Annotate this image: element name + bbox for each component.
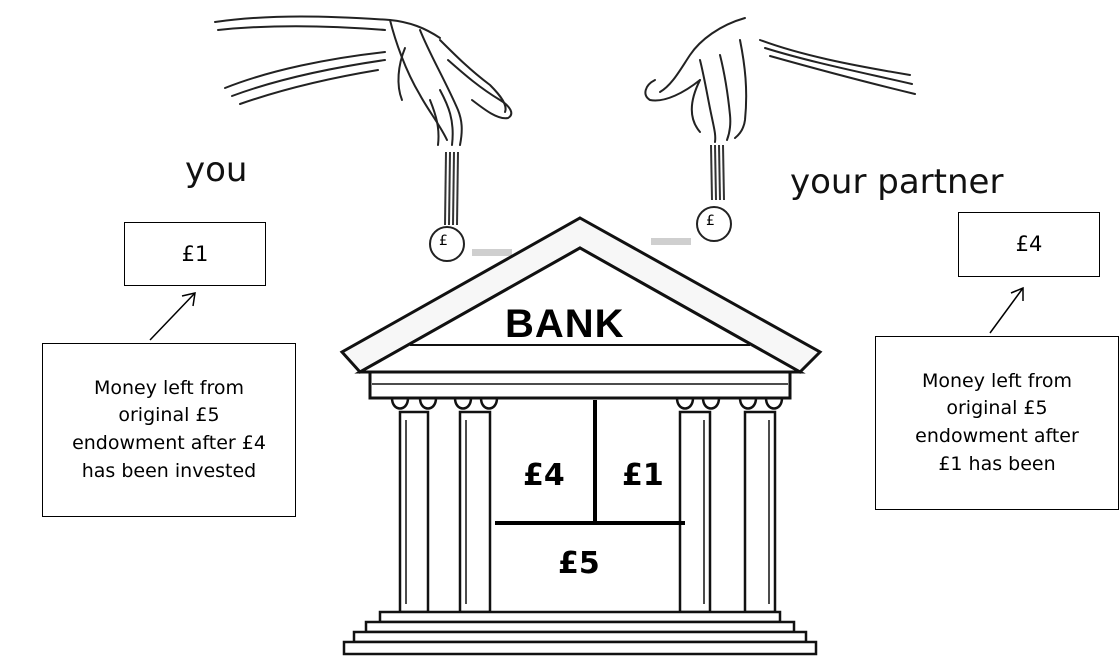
bank-left-columns bbox=[392, 398, 497, 612]
you-label: you bbox=[185, 150, 247, 190]
bank-title: BANK bbox=[505, 302, 625, 347]
you-remaining-amount-box: £1 bbox=[124, 222, 266, 286]
you-remaining-amount: £1 bbox=[182, 239, 209, 269]
partner-note-line: £1 has been bbox=[915, 451, 1079, 479]
left-coin-symbol: £ bbox=[439, 233, 448, 249]
bank-total: £5 bbox=[558, 546, 600, 581]
left-hand-icon bbox=[215, 17, 511, 146]
partner-note-line: Money left from bbox=[915, 368, 1079, 396]
partner-note-line: original £5 bbox=[915, 395, 1079, 423]
you-note-line: original £5 bbox=[72, 402, 266, 430]
partner-note-line: endowment after bbox=[915, 423, 1079, 451]
you-note-line: endowment after £4 bbox=[72, 430, 266, 458]
left-coin-smudge bbox=[472, 249, 512, 256]
bank-right-columns bbox=[677, 398, 782, 612]
you-note-line: Money left from bbox=[72, 375, 266, 403]
you-note-box: Money left from original £5 endowment af… bbox=[42, 343, 296, 517]
right-hand-icon bbox=[645, 18, 915, 142]
bank-partner-invested: £1 bbox=[622, 458, 664, 493]
partner-note-box: Money left from original £5 endowment af… bbox=[875, 336, 1119, 510]
right-coin-symbol: £ bbox=[706, 213, 715, 229]
partner-remaining-amount-box: £4 bbox=[958, 212, 1100, 277]
bank-building bbox=[342, 218, 820, 654]
you-note-line: has been invested bbox=[72, 458, 266, 486]
bank-you-invested: £4 bbox=[523, 458, 565, 493]
partner-remaining-amount: £4 bbox=[1016, 229, 1043, 259]
left-arrow-icon bbox=[150, 293, 195, 340]
falling-coin-lines bbox=[445, 145, 724, 225]
right-arrow-icon bbox=[990, 288, 1023, 333]
bank-steps bbox=[344, 612, 816, 654]
partner-label: your partner bbox=[790, 162, 1003, 202]
bank-entablature bbox=[370, 372, 790, 398]
right-coin-smudge bbox=[651, 238, 691, 245]
